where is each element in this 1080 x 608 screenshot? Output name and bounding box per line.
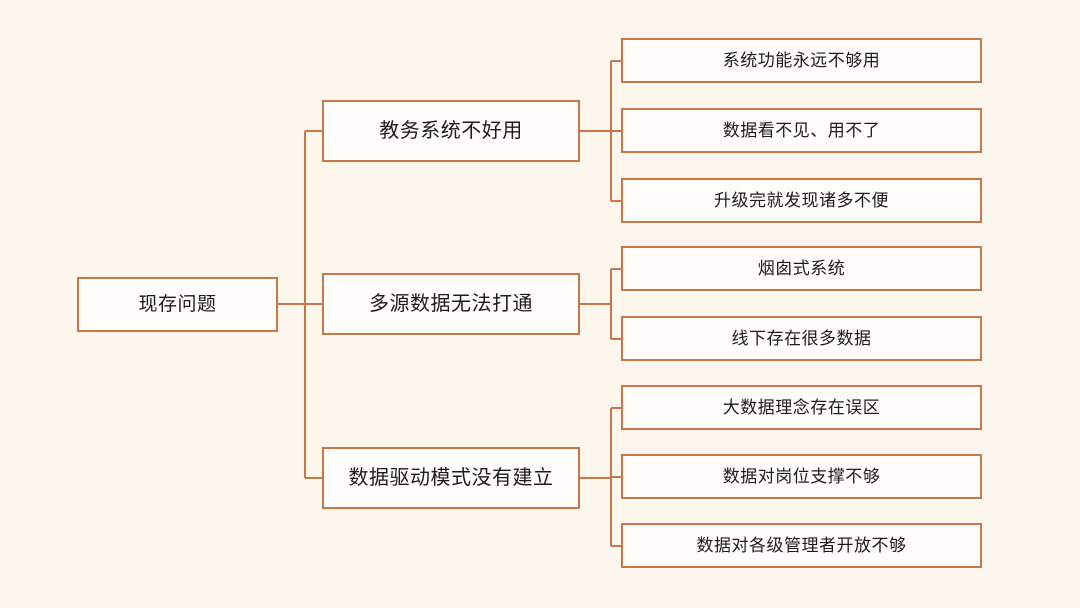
node-leaf-1-0-label: 烟囱式系统 [757,259,846,278]
node-branch-2-label: 数据驱动模式没有建立 [348,467,554,489]
node-branch-1[interactable]: 多源数据无法打通 [322,273,580,335]
node-branch-0-label: 教务系统不好用 [379,120,523,142]
node-leaf-0-0[interactable]: 系统功能永远不够用 [621,38,982,83]
node-leaf-2-0-label: 大数据理念存在误区 [722,398,881,417]
node-branch-0[interactable]: 教务系统不好用 [322,100,580,162]
node-root-label: 现存问题 [138,294,217,315]
node-leaf-2-1[interactable]: 数据对岗位支撑不够 [621,454,982,499]
node-leaf-2-2[interactable]: 数据对各级管理者开放不够 [621,523,982,568]
node-leaf-2-1-label: 数据对岗位支撑不够 [722,467,881,486]
node-leaf-1-1-label: 线下存在很多数据 [731,329,872,348]
node-leaf-2-0[interactable]: 大数据理念存在误区 [621,385,982,430]
node-leaf-0-2-label: 升级完就发现诸多不便 [714,191,889,210]
node-leaf-0-2[interactable]: 升级完就发现诸多不便 [621,178,982,223]
node-leaf-1-0[interactable]: 烟囱式系统 [621,246,982,291]
node-root[interactable]: 现存问题 [77,277,278,332]
node-leaf-0-0-label: 系统功能永远不够用 [722,51,881,70]
node-branch-1-label: 多源数据无法打通 [369,293,533,315]
node-leaf-1-1[interactable]: 线下存在很多数据 [621,316,982,361]
node-leaf-0-1-label: 数据看不见、用不了 [722,121,881,140]
node-leaf-0-1[interactable]: 数据看不见、用不了 [621,108,982,153]
node-branch-2[interactable]: 数据驱动模式没有建立 [322,447,580,509]
node-leaf-2-2-label: 数据对各级管理者开放不够 [696,536,907,555]
